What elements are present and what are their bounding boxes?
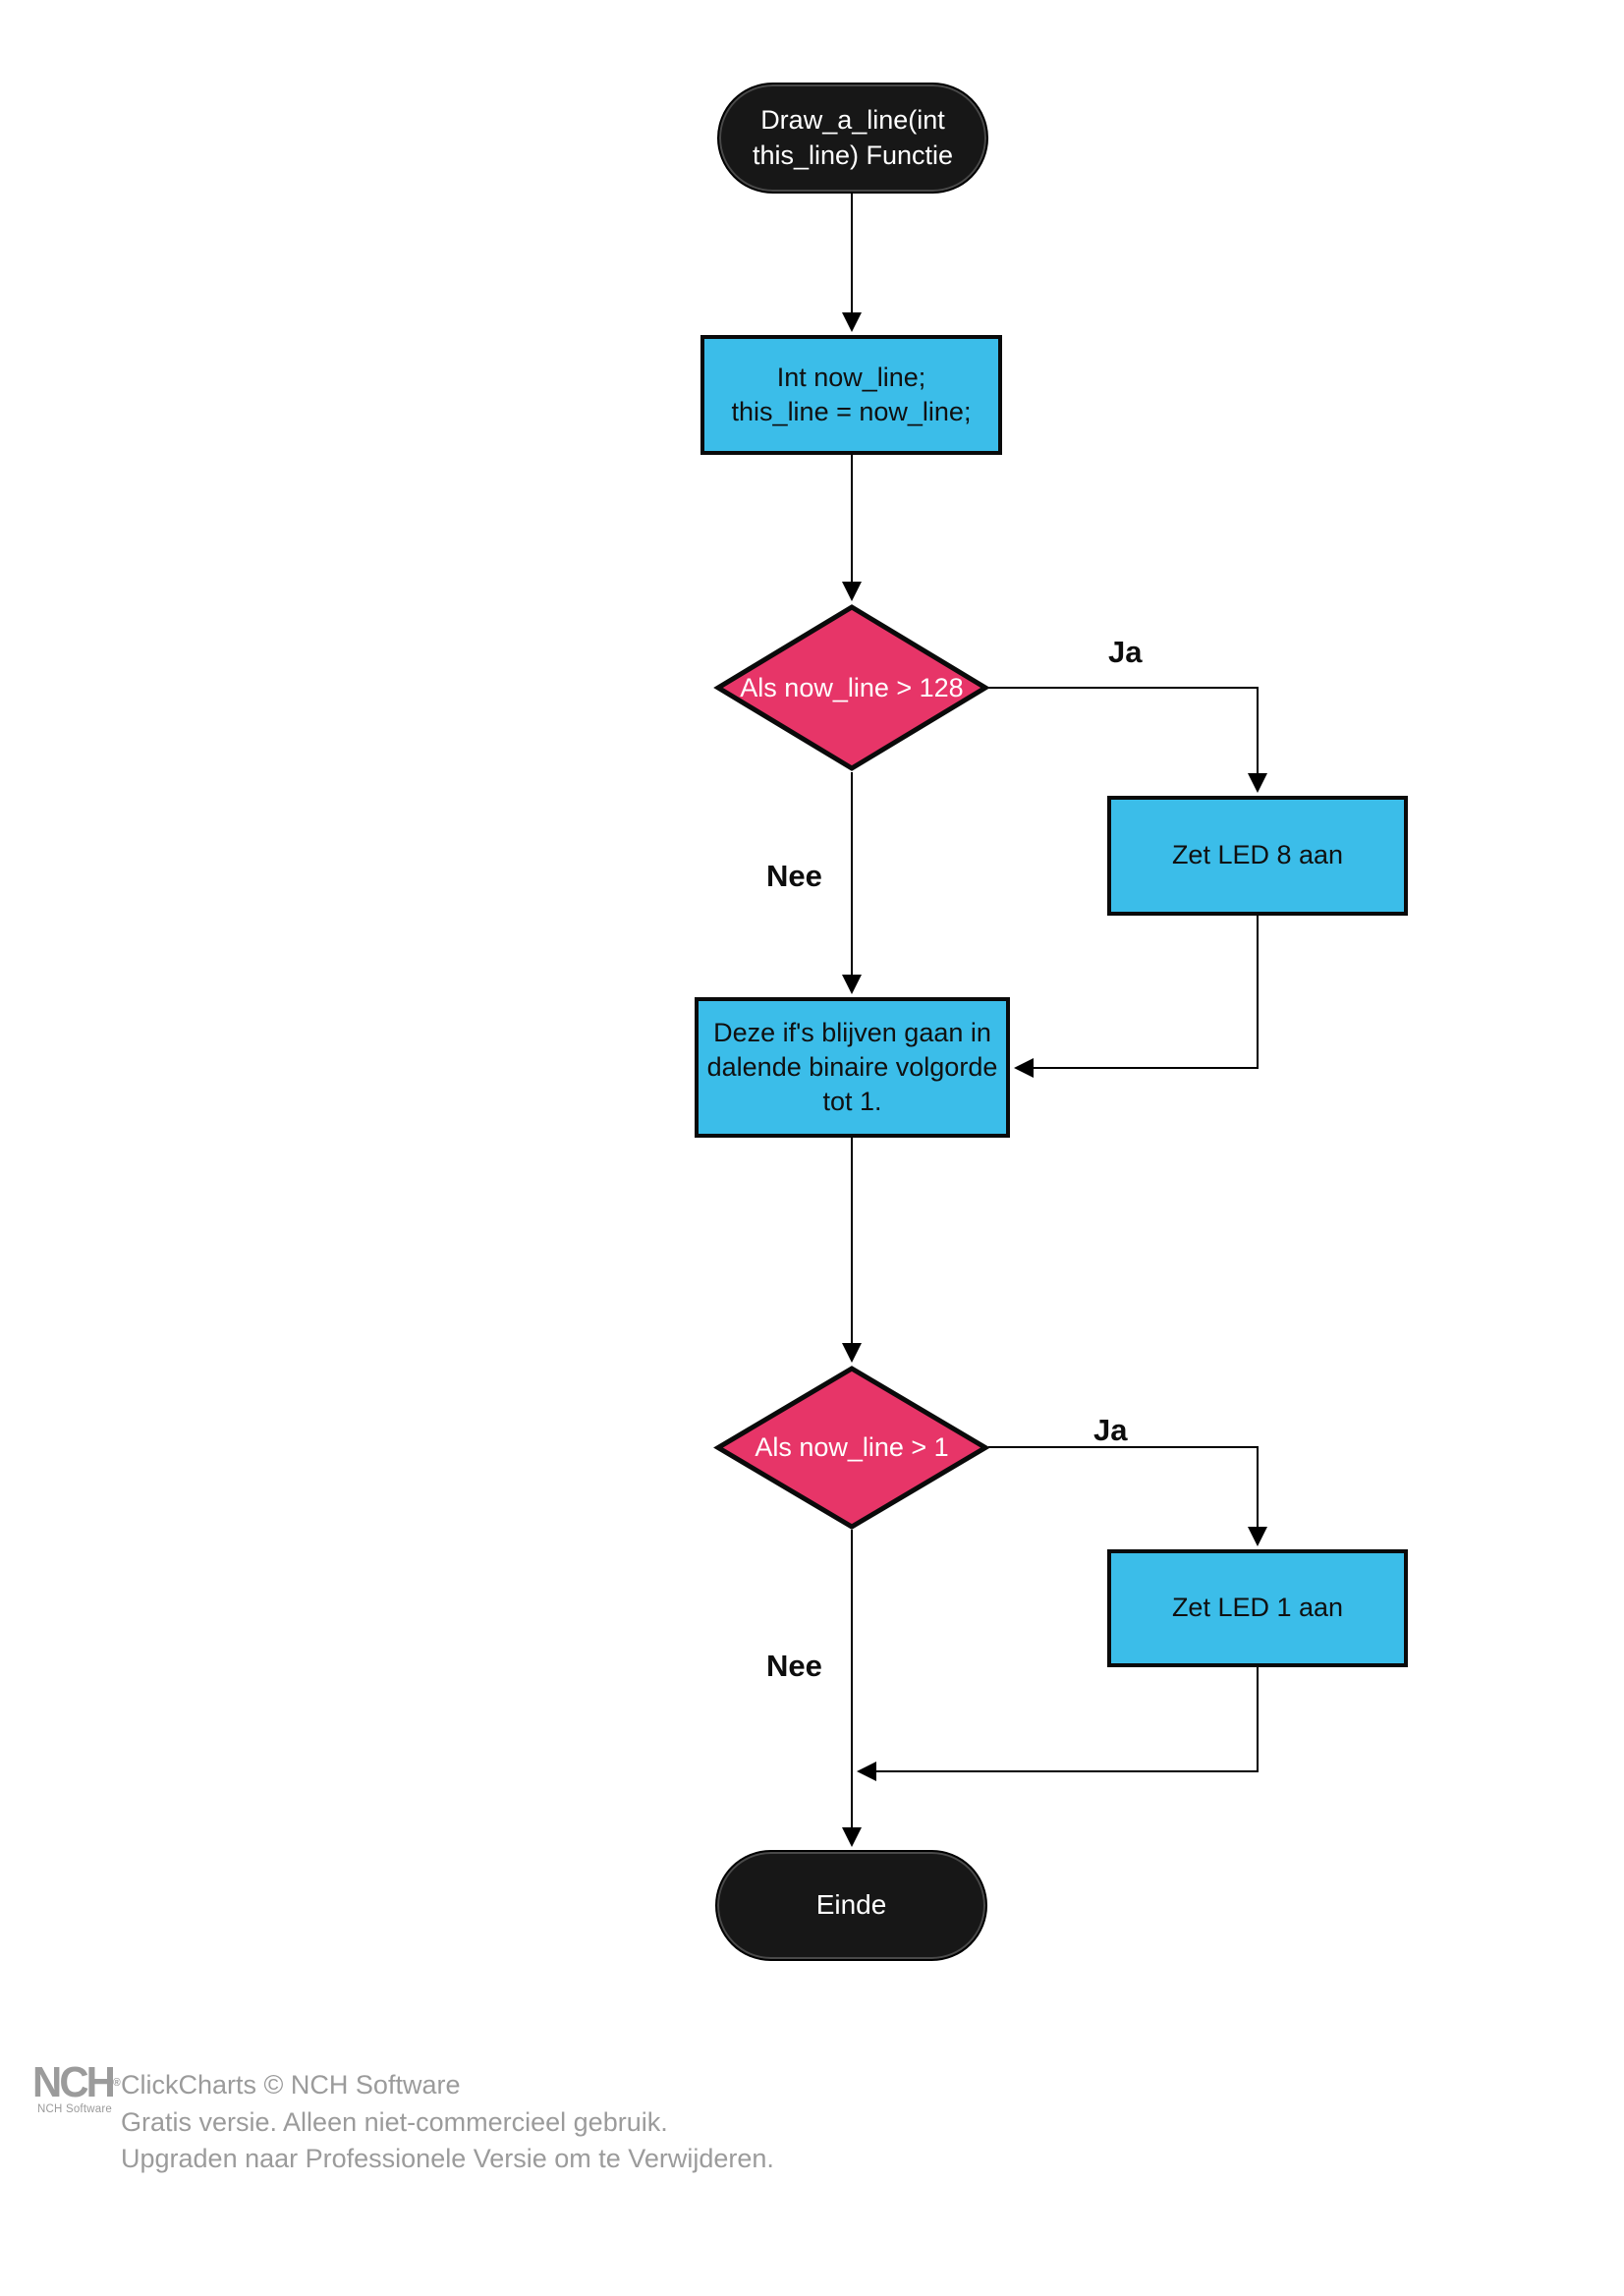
node-end-label: Einde (815, 1889, 887, 1921)
watermark-line-2: Gratis versie. Alleen niet-commercieel g… (121, 2106, 668, 2137)
watermark: NCH® NCH Software ClickCharts © NCH Soft… (32, 2061, 774, 2178)
node-led1-process: Zet LED 1 aan (1107, 1549, 1408, 1667)
edge-label-nee2: Nee (766, 1649, 822, 1683)
node-init-label: Int now_line; this_line = now_line; (731, 362, 972, 426)
node-note-label: Deze if's blijven gaan in dalende binair… (706, 1017, 998, 1117)
edge-decision2-ja-to-led1 (988, 1446, 1267, 1546)
edge-led8-to-note (1014, 916, 1259, 1078)
watermark-line-1: ClickCharts © NCH Software (121, 2070, 461, 2100)
node-led8-process: Zet LED 8 aan (1107, 796, 1408, 916)
node-led8-label: Zet LED 8 aan (1171, 840, 1344, 870)
node-note-process: Deze if's blijven gaan in dalende binair… (695, 997, 1010, 1138)
node-start-terminal: Draw_a_line(int this_line) Functie (717, 83, 988, 194)
watermark-text: ClickCharts © NCH Software Gratis versie… (121, 2067, 774, 2178)
edge-label-ja1: Ja (1108, 635, 1143, 669)
decision2-diamond-shape (713, 1366, 990, 1530)
nch-logo-subtext: NCH Software (37, 2103, 112, 2115)
node-decision2-diamond: Als now_line > 1 (713, 1366, 990, 1530)
node-end-terminal: Einde (715, 1850, 987, 1961)
edge-led1-to-merge (857, 1667, 1259, 1781)
nch-logo: NCH® NCH Software (32, 2061, 121, 2116)
nch-logo-registered-mark: ® (113, 2077, 121, 2089)
node-decision1-diamond: Als now_line > 128 (713, 604, 990, 771)
watermark-line-3: Upgraden naar Professionele Versie om te… (121, 2144, 774, 2173)
edge-label-ja2: Ja (1093, 1413, 1128, 1447)
node-init-process: Int now_line; this_line = now_line; (700, 335, 1002, 455)
edge-label-nee1: Nee (766, 859, 822, 893)
node-decision1-label: Als now_line > 128 (740, 672, 964, 702)
node-decision2-label: Als now_line > 1 (755, 1432, 949, 1462)
node-led1-label: Zet LED 1 aan (1171, 1593, 1344, 1623)
edge-decision1-ja-to-led8 (988, 687, 1267, 793)
node-start-label: Draw_a_line(int this_line) Functie (752, 105, 954, 170)
decision1-diamond-shape (713, 604, 990, 771)
nch-logo-text: NCH (32, 2058, 116, 2106)
